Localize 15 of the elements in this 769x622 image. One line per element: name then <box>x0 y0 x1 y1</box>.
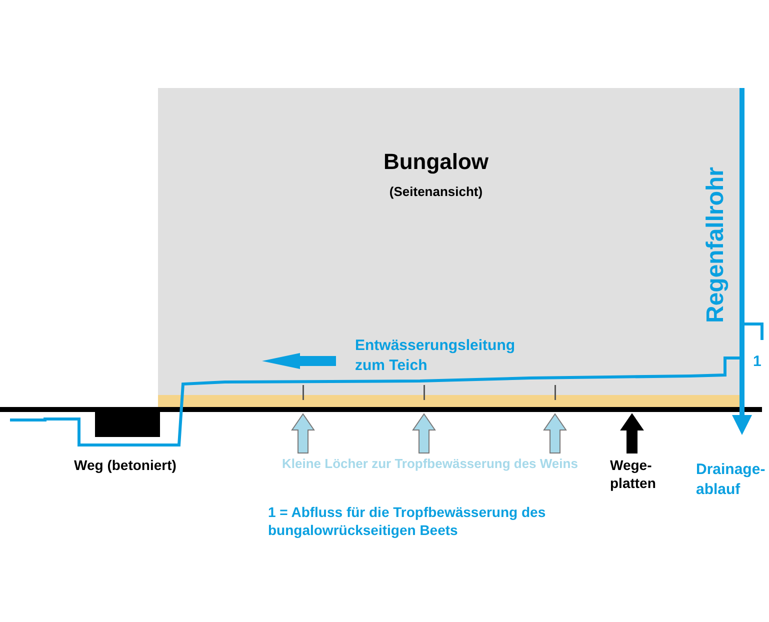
caption-text: Kleine Löcher zur Tropfbewässerung des Weins <box>282 456 578 473</box>
arrow <box>620 413 644 454</box>
bungalow-wall <box>158 88 740 395</box>
pipe-label: Entwässerungsleitung zum Teich <box>355 336 516 375</box>
pipe-label: Regenfallrohr <box>701 166 730 323</box>
arrow <box>291 413 315 454</box>
outlet-label: Drainage- ablauf <box>696 460 766 499</box>
arrow <box>543 413 567 454</box>
caption-text: Wege- platten <box>610 456 670 492</box>
callout-number: 1 <box>753 352 762 372</box>
building-title: Bungalow <box>382 148 490 176</box>
building-subtitle: (Seitenansicht) <box>388 184 484 201</box>
path-label: Weg (betoniert) <box>74 456 176 474</box>
arrow <box>412 413 436 454</box>
footnote: 1 = Abfluss für die Tropfbewässerung des bungalowrückseitigen Beets <box>268 503 547 540</box>
